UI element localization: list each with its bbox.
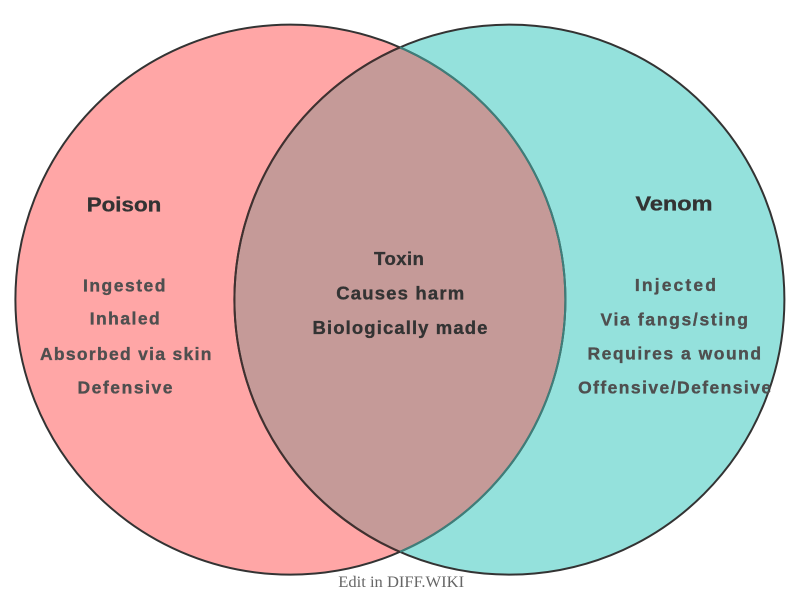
svg-text:Edit in DIFF.WIKI: Edit in DIFF.WIKI [338,574,464,591]
svg-text:Injected: Injected [635,275,716,295]
svg-text:Toxin: Toxin [374,248,424,269]
svg-text:Requires a wound: Requires a wound [588,344,762,364]
svg-text:Biologically made: Biologically made [313,317,488,338]
svg-text:Absorbed via skin: Absorbed via skin [40,344,212,364]
svg-text:Causes harm: Causes harm [336,283,464,304]
svg-text:Venom: Venom [636,193,713,216]
svg-text:Offensive/Defensive: Offensive/Defensive [578,378,771,398]
svg-text:Via fangs/sting: Via fangs/sting [600,310,748,330]
svg-text:Defensive: Defensive [78,378,173,398]
svg-text:Inhaled: Inhaled [90,309,160,329]
svg-text:Poison: Poison [87,194,162,217]
svg-text:Ingested: Ingested [83,275,166,295]
